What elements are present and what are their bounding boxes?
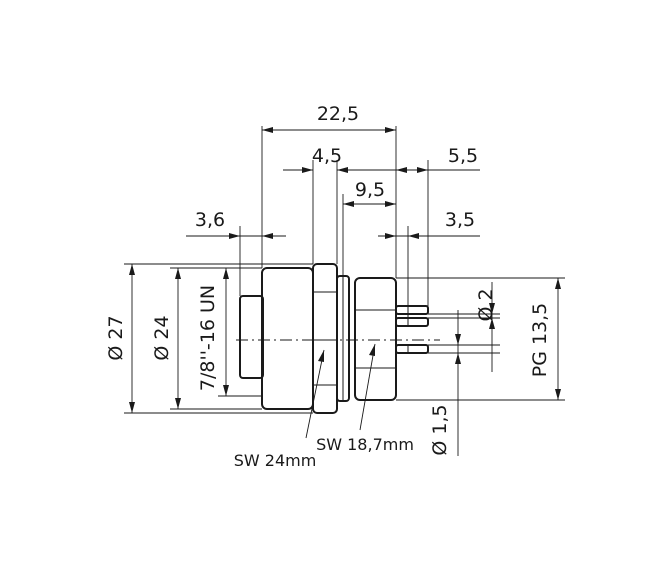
solder-pin [395, 305, 429, 315]
coupling-body [261, 267, 314, 410]
label-front-wrench: SW 24mm [234, 451, 317, 470]
label-body-diameter: Ø 24 [151, 315, 173, 360]
label-pin-tip-diameter: Ø 1,5 [429, 404, 451, 455]
label-rear-thread: PG 13,5 [529, 303, 551, 378]
dimension-lines [129, 127, 561, 456]
rear-hex-nut [354, 277, 397, 401]
label-nut-to-pin: 9,5 [355, 179, 385, 201]
connector-outline [236, 263, 440, 414]
extension-lines [124, 126, 565, 414]
label-pin-diameter: Ø 2 [475, 288, 497, 321]
label-thread: 7/8''-16 UN [197, 285, 219, 391]
front-hex-nut [312, 263, 338, 414]
label-front-offset: 3,6 [195, 209, 225, 231]
front-insert [239, 295, 264, 379]
solder-pin [395, 317, 429, 327]
label-flange-length: 4,5 [312, 145, 342, 167]
solder-pin [395, 344, 429, 354]
label-rear-wrench: SW 18,7mm [316, 435, 414, 454]
label-pin-length: 5,5 [448, 145, 478, 167]
label-pin-tail: 3,5 [445, 209, 475, 231]
label-outer-diameter: Ø 27 [105, 315, 127, 360]
label-overall-length: 22,5 [317, 103, 359, 125]
dimension-labels: 22,5 4,5 5,5 9,5 3,6 3,5 Ø 27 Ø 24 7/8''… [105, 103, 551, 470]
